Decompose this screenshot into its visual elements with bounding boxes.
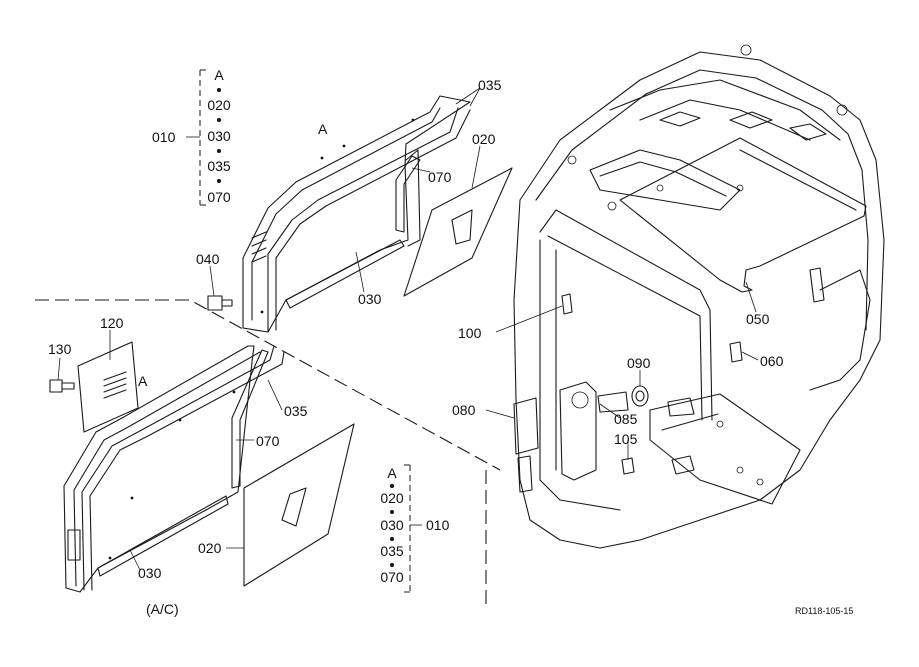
- lower-group-item-1[interactable]: 030: [380, 517, 404, 533]
- lower-group-item-3[interactable]: 070: [380, 569, 404, 585]
- callout-a-upper[interactable]: A: [318, 121, 328, 137]
- callout-050[interactable]: 050: [746, 311, 770, 327]
- section-divider-lines: [35, 299, 501, 610]
- roof-plate: [619, 137, 867, 293]
- lower-group-item-0[interactable]: 020: [380, 490, 404, 506]
- bolt-105: [621, 457, 635, 475]
- upper-seal-strip: [395, 155, 421, 233]
- callout-060[interactable]: 060: [760, 353, 784, 369]
- bolt-060: [729, 341, 743, 363]
- lower-glass-panel: [243, 423, 355, 587]
- hose-part: [559, 381, 597, 481]
- callout-070-upper[interactable]: 070: [428, 169, 452, 185]
- lower-cover-panel: [77, 341, 139, 433]
- upper-glass-panel: [403, 167, 513, 297]
- callout-105[interactable]: 105: [614, 431, 638, 447]
- lower-group-item-2[interactable]: 035: [380, 543, 404, 559]
- upper-group-item-3[interactable]: 070: [207, 189, 231, 205]
- upper-group-item-1[interactable]: 030: [207, 128, 231, 144]
- callout-030-lower[interactable]: 030: [138, 565, 162, 581]
- callout-070-lower[interactable]: 070: [256, 433, 280, 449]
- mounting-bracket-plate: [649, 393, 801, 505]
- callout-040[interactable]: 040: [196, 251, 220, 267]
- fitting-assembly: [597, 385, 695, 475]
- cab-structure: [513, 44, 885, 549]
- callout-030-upper[interactable]: 030: [358, 291, 382, 307]
- lower-group-header: A: [387, 465, 397, 481]
- upper-group-item-0[interactable]: 020: [207, 97, 231, 113]
- lower-group-code[interactable]: 010: [426, 517, 450, 533]
- callout-120[interactable]: 120: [100, 315, 124, 331]
- callout-130[interactable]: 130: [48, 341, 72, 357]
- drawing-reference: RD118-105-15: [795, 606, 853, 616]
- upper-group-code[interactable]: 010: [152, 129, 176, 145]
- upper-door-frame: [242, 95, 471, 333]
- callout-080[interactable]: 080: [452, 402, 476, 418]
- callout-020-upper[interactable]: 020: [472, 131, 496, 147]
- lower-door-frame: [63, 345, 285, 593]
- upper-group-item-2[interactable]: 035: [207, 158, 231, 174]
- callout-035-upper[interactable]: 035: [478, 77, 502, 93]
- lower-seal-strip: [231, 349, 269, 489]
- callout-020-lower[interactable]: 020: [198, 540, 222, 556]
- callout-090[interactable]: 090: [627, 355, 651, 371]
- callout-labels: 035 020 070 030 040 A 120 130 A 035 070 …: [48, 77, 784, 581]
- callout-a-lower[interactable]: A: [138, 373, 148, 389]
- bolt-100: [561, 293, 573, 315]
- lower-part-group: A 020 030 035 070 010: [380, 464, 450, 593]
- bolt-130: [49, 379, 75, 393]
- upper-part-group: A 020 030 035 070 010: [152, 67, 231, 206]
- callout-100[interactable]: 100: [458, 325, 482, 341]
- variant-label: (A/C): [146, 601, 179, 617]
- bolt-040: [207, 295, 233, 311]
- callout-085[interactable]: 085: [614, 411, 638, 427]
- leader-lines: [57, 87, 759, 571]
- relay-box: [513, 397, 539, 493]
- upper-group-header: A: [214, 67, 224, 83]
- callout-035-lower[interactable]: 035: [284, 403, 308, 419]
